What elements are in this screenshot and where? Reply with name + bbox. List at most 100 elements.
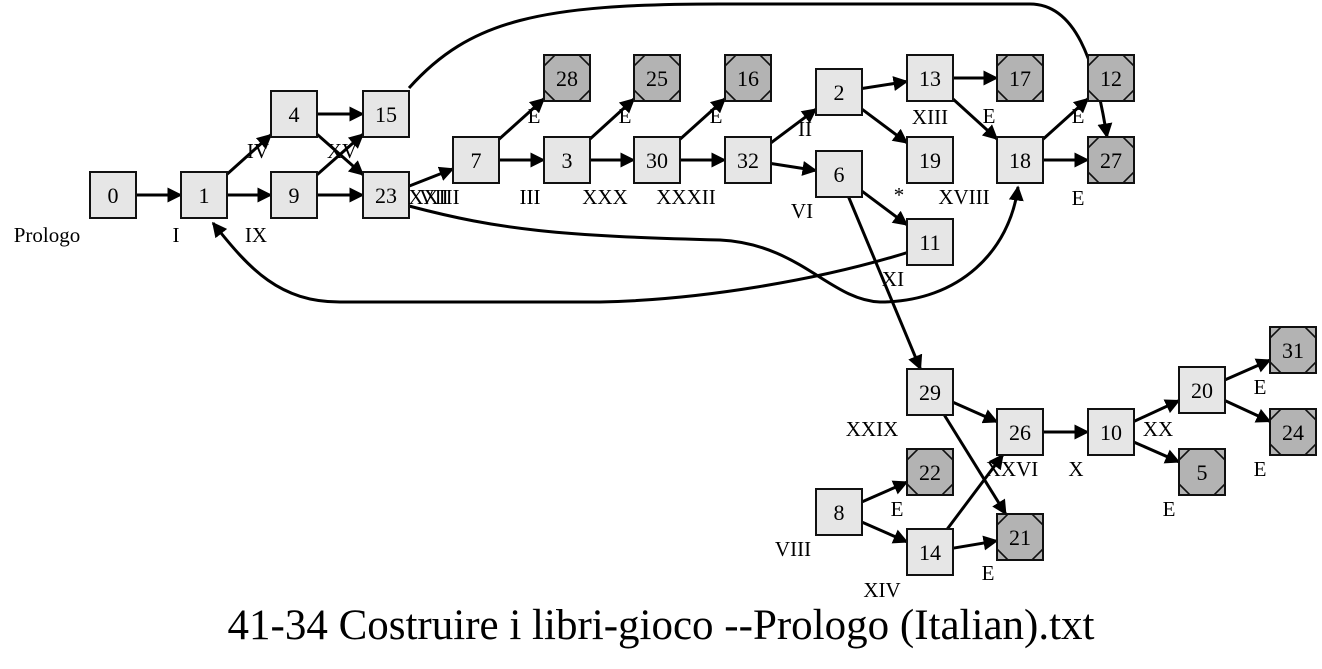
node-16-label: E xyxy=(710,104,723,128)
node-17: 17 xyxy=(996,54,1044,102)
node-5-label: E xyxy=(1163,497,1176,521)
node-26-label: XXVI xyxy=(986,457,1039,481)
node-2-label: II xyxy=(798,117,812,141)
edge-23-to-18 xyxy=(408,185,1024,304)
ending-octagon-icon xyxy=(1087,54,1135,102)
ending-octagon-icon xyxy=(1269,326,1317,374)
node-number: 16 xyxy=(737,66,759,91)
node-20: 20 xyxy=(1178,366,1226,414)
node-number: 2 xyxy=(834,80,845,105)
node-10: 10 xyxy=(1087,408,1135,456)
node-14-label: XIV xyxy=(863,578,900,602)
node-number: 14 xyxy=(919,540,941,565)
node-12-label: E xyxy=(1072,104,1085,128)
edge-14-to-21 xyxy=(952,535,999,551)
node-21-label: E xyxy=(982,561,995,585)
node-number: 1 xyxy=(199,183,210,208)
node-number: 7 xyxy=(471,148,482,173)
node-number: 28 xyxy=(556,66,578,91)
edge-6-to-11 xyxy=(861,189,909,227)
node-number: 12 xyxy=(1100,66,1122,91)
node-5: 5 xyxy=(1178,448,1226,496)
edge-8-to-22 xyxy=(861,480,909,504)
node-24: 24 xyxy=(1269,408,1317,456)
edge-11-to-1 xyxy=(211,221,910,304)
node-31-label: E xyxy=(1254,375,1267,399)
node-number: 17 xyxy=(1009,66,1031,91)
node-28: 28 xyxy=(543,54,591,102)
ending-octagon-icon xyxy=(633,54,681,102)
node-6: 6 xyxy=(815,150,863,198)
node-20-label: XX xyxy=(1143,417,1173,441)
node-25: 25 xyxy=(633,54,681,102)
node-23-label: XXIII xyxy=(408,185,459,209)
node-24-label: E xyxy=(1254,457,1267,481)
node-26: 26 xyxy=(996,408,1044,456)
edge-1-to-4 xyxy=(225,133,273,176)
node-18-label: XVIII xyxy=(938,185,989,209)
node-22-label: E xyxy=(891,497,904,521)
node-number: 18 xyxy=(1009,148,1031,173)
ending-octagon-icon xyxy=(1269,408,1317,456)
node-13-label: XIII xyxy=(912,105,948,129)
node-number: 31 xyxy=(1282,338,1304,363)
node-21: 21 xyxy=(996,513,1044,561)
node-0-label: Prologo xyxy=(14,223,81,247)
node-15-label: XV xyxy=(327,139,357,163)
node-number: 29 xyxy=(919,380,941,405)
node-9-label: IX xyxy=(245,223,267,247)
node-16: 16 xyxy=(724,54,772,102)
node-number: 26 xyxy=(1009,420,1031,445)
node-number: 25 xyxy=(646,66,668,91)
node-6-label: VI xyxy=(791,199,813,223)
node-12: 12 xyxy=(1087,54,1135,102)
node-0: 0 xyxy=(89,171,137,219)
node-2: 2 xyxy=(815,68,863,116)
edge-10-to-20 xyxy=(1133,399,1181,423)
node-number: 0 xyxy=(108,183,119,208)
node-7: 7 xyxy=(452,136,500,184)
node-4: 4 xyxy=(270,90,318,138)
ending-octagon-icon xyxy=(996,513,1044,561)
node-9: 9 xyxy=(270,171,318,219)
node-number: 24 xyxy=(1282,420,1304,445)
node-17-label: E xyxy=(983,104,996,128)
node-3: 3 xyxy=(543,136,591,184)
node-number: 8 xyxy=(834,500,845,525)
node-15: 15 xyxy=(362,90,410,138)
node-19: 19 xyxy=(906,136,954,184)
edge-6-to-29 xyxy=(847,196,923,371)
edge-20-to-24 xyxy=(1224,399,1272,423)
node-32-label: XXXII xyxy=(656,185,715,209)
node-22: 22 xyxy=(906,448,954,496)
edge-29-to-21 xyxy=(943,414,1007,516)
node-number: 4 xyxy=(289,102,300,127)
edge-18-to-12 xyxy=(1041,97,1090,141)
node-30-label: XXX xyxy=(582,185,628,209)
ending-octagon-icon xyxy=(543,54,591,102)
edge-32-to-2 xyxy=(770,107,818,145)
node-number: 30 xyxy=(646,148,668,173)
node-8-label: VIII xyxy=(775,537,811,561)
node-3-label: III xyxy=(520,185,541,209)
edges-layer xyxy=(136,2,1272,551)
node-1: 1 xyxy=(180,171,228,219)
node-28-label: E xyxy=(528,104,541,128)
edge-29-to-26 xyxy=(952,400,999,424)
edge-9-to-15 xyxy=(316,133,365,176)
edge-2-to-13 xyxy=(861,76,909,91)
node-number: 5 xyxy=(1197,460,1208,485)
node-27: 27 xyxy=(1087,136,1135,184)
ending-octagon-icon xyxy=(996,54,1044,102)
node-7-label: VII xyxy=(419,185,448,209)
node-4-label: IV xyxy=(247,139,269,163)
node-number: 15 xyxy=(375,102,397,127)
node-10-label: X xyxy=(1068,457,1083,481)
node-number: 27 xyxy=(1100,148,1122,173)
ending-octagon-icon xyxy=(1087,136,1135,184)
node-11: 11 xyxy=(906,218,954,266)
ending-octagon-icon xyxy=(724,54,772,102)
node-number: 19 xyxy=(919,148,941,173)
